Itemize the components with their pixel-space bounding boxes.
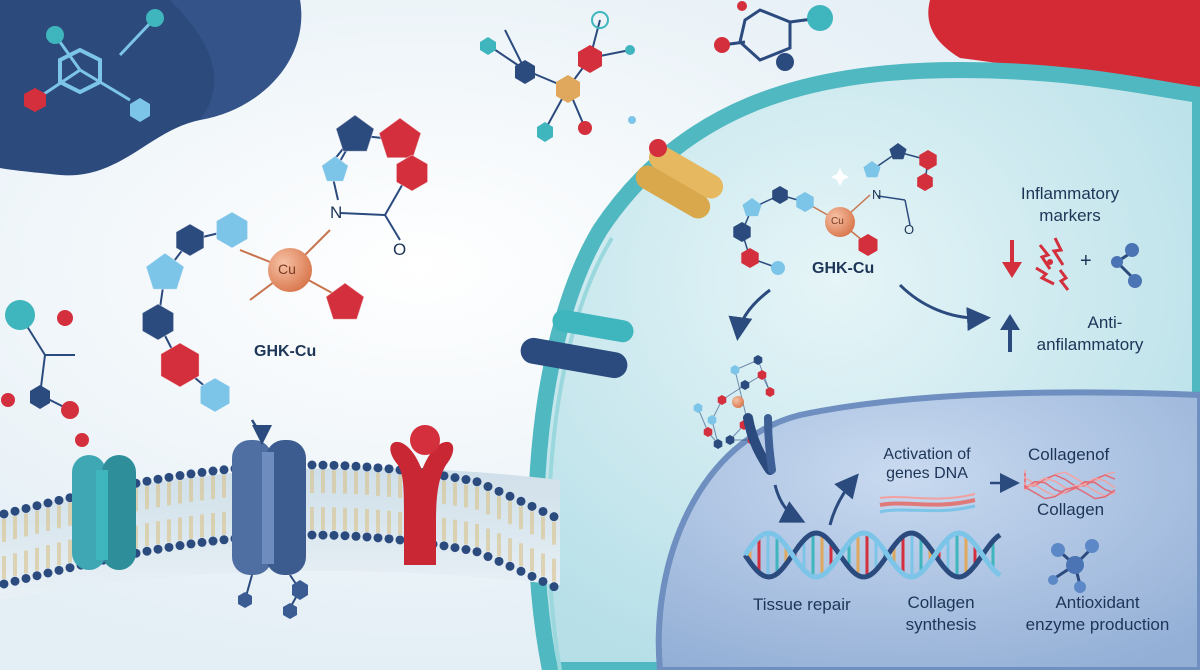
o-label-left: O	[393, 240, 407, 259]
ghk-cu-label-right: GHK-Cu	[812, 260, 875, 277]
dna-helix	[742, 530, 1002, 580]
tissue-repair-label: Tissue repair	[753, 595, 851, 614]
top-center-molecule	[480, 11, 636, 142]
teal-receptor	[72, 455, 136, 570]
antioxidant-enzyme-icon	[1048, 539, 1099, 593]
o-label-right: O	[904, 222, 915, 237]
collagen-synth-line-2: synthesis	[905, 615, 977, 634]
n-label-left: N	[330, 203, 343, 222]
antioxidant-label: Antioxidant enzyme production	[1020, 592, 1175, 636]
collagen-fiber	[1024, 470, 1116, 500]
n-label-right: N	[872, 187, 882, 202]
inflammatory-markers-label: Inflammatory markers	[1010, 183, 1130, 227]
activation-line-1: Activation of	[883, 446, 971, 463]
top-right-molecule	[714, 1, 833, 71]
ghk-cu-molecule-right	[733, 143, 937, 275]
down-arrow-icon	[1002, 240, 1022, 278]
ghk-cu-label-left: GHK-Cu	[254, 343, 317, 360]
plus-sign: +	[1080, 250, 1092, 272]
collagenof-label: Collagenof	[1028, 445, 1110, 464]
gene-strand	[879, 493, 976, 514]
activation-line-2: genes DNA	[886, 465, 968, 482]
anti-inflammatory-label: Anti- anfilammatory	[1025, 312, 1155, 356]
antioxidant-line-2: enzyme production	[1025, 615, 1170, 634]
nucleus	[655, 389, 1200, 670]
anti-line-2: anfilammatory	[1036, 335, 1144, 354]
cu-label-left: Cu	[278, 261, 296, 277]
ghk-cu-molecule-left	[141, 114, 429, 413]
antioxidant-line-1: Antioxidant	[1055, 593, 1140, 612]
inflammatory-line-1: Inflammatory	[1020, 184, 1120, 203]
cu-label-right: Cu	[831, 216, 844, 227]
inflammatory-line-2: markers	[1039, 206, 1101, 225]
collagen-synthesis-label: Collagen synthesis	[896, 592, 986, 636]
molecule-icon	[1111, 243, 1142, 288]
red-receptor	[390, 425, 454, 565]
pathway-arrows	[728, 283, 1020, 526]
ghk-cu-molecule-nuclear	[693, 355, 776, 475]
activation-genes-label: Activation of genes DNA	[868, 445, 986, 483]
collagen-label: Collagen	[1037, 500, 1105, 519]
left-edge-molecule	[1, 300, 89, 447]
anti-line-1: Anti-	[1087, 313, 1123, 332]
blue-receptor	[232, 419, 308, 619]
lipid-capsules	[520, 139, 724, 379]
up-arrow-icon	[1000, 314, 1020, 352]
top-left-molecule	[24, 9, 164, 122]
collagen-synth-line-1: Collagen	[907, 593, 975, 612]
top-right-blob	[928, 0, 1200, 95]
lightning-burst-icon	[1035, 237, 1070, 291]
